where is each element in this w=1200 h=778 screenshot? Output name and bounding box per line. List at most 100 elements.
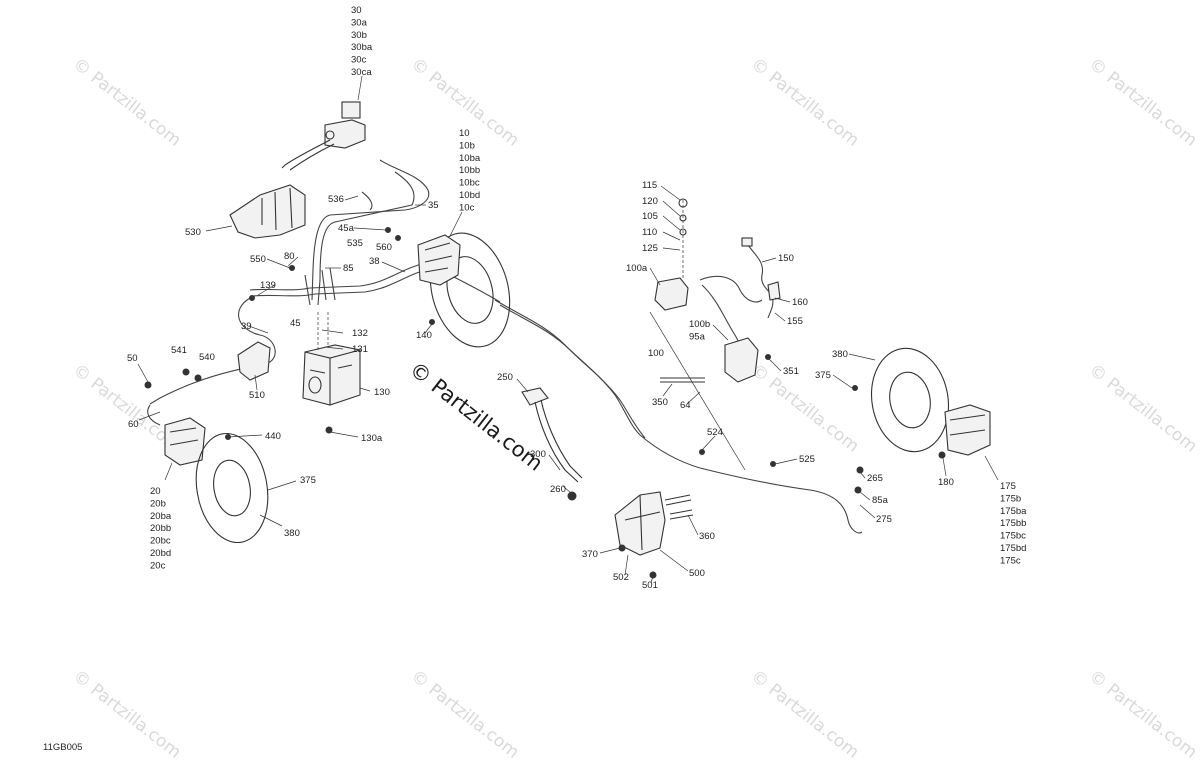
watermark: © Partzilla.com <box>1085 54 1200 151</box>
lever-pivot <box>325 130 335 140</box>
seal <box>679 228 687 236</box>
callout-line: 30b <box>351 30 367 41</box>
assembly-guide <box>317 312 329 350</box>
watermark: © Partzilla.com <box>407 666 523 763</box>
callout-line: 10bb <box>459 165 480 176</box>
brake-line <box>699 275 763 303</box>
callout-524: 524 <box>707 427 723 438</box>
callout-line: 45 <box>290 318 301 329</box>
callout-110: 110 <box>642 227 657 238</box>
disc-inner-ring <box>889 371 931 429</box>
cap <box>678 198 688 208</box>
leader-line <box>774 458 798 465</box>
reservoir <box>341 101 361 119</box>
callout-line: 20c <box>150 560 166 571</box>
sensor-wire <box>747 244 774 319</box>
callout-line: 160 <box>792 297 808 308</box>
callout-115: 115 <box>642 180 657 191</box>
callout-line: 550 <box>250 254 266 265</box>
callout-375-left: 375 <box>300 475 316 486</box>
leader-line <box>267 480 297 491</box>
callout-50: 50 <box>127 353 138 364</box>
callout-100a: 100a <box>626 263 648 274</box>
callout-265: 265 <box>867 473 883 484</box>
fastener <box>649 571 657 579</box>
callout-line: 140 <box>416 330 432 341</box>
pedal-arm <box>540 399 583 479</box>
fastener <box>856 466 864 474</box>
callout-line: 524 <box>707 427 723 438</box>
leader-line <box>205 225 233 232</box>
callout-line: 30ca <box>351 67 372 78</box>
callout-line: 250 <box>497 372 513 383</box>
callout-38: 38 <box>369 256 380 267</box>
leader-line <box>984 455 999 481</box>
brake-line <box>311 159 430 301</box>
callout-line: 175c <box>1000 555 1021 566</box>
disc-inner-ring <box>446 256 494 324</box>
fastener <box>429 319 435 325</box>
callout-105: 105 <box>642 211 658 222</box>
group-bracket-line <box>649 311 746 471</box>
caliper-detail <box>169 427 199 446</box>
pedal-pad <box>521 387 549 406</box>
callout-540: 540 <box>199 352 215 363</box>
callout-line: 139 <box>260 280 276 291</box>
leader-line <box>662 383 673 397</box>
callout-line: 131 <box>352 344 368 355</box>
leader-line <box>660 185 681 201</box>
pedal-arm <box>534 401 579 483</box>
leader-line <box>662 231 681 241</box>
sensor-switch <box>767 281 781 301</box>
callout-line: 60 <box>128 419 139 430</box>
watermark: © Partzilla.com <box>747 54 863 151</box>
callout-501: 501 <box>642 580 658 591</box>
callout-536: 536 <box>328 194 344 205</box>
callout-500: 500 <box>689 568 705 579</box>
clip-bracket-510 <box>237 341 271 381</box>
connector <box>741 237 753 247</box>
callout-line: 20ba <box>150 511 172 522</box>
callout-350: 350 <box>652 397 668 408</box>
callout-line: 440 <box>265 431 281 442</box>
leader-line <box>942 457 947 477</box>
washer <box>679 214 687 222</box>
front-master-cylinder <box>281 101 366 171</box>
callout-line: 20bb <box>150 523 171 534</box>
sensor-wire <box>361 191 373 211</box>
leader-line <box>516 378 529 393</box>
brake-lever <box>281 139 331 169</box>
watermark: © Partzilla.com <box>1085 666 1200 763</box>
fastener <box>249 295 255 301</box>
leader-line <box>649 267 661 286</box>
callout-line: 10ba <box>459 153 481 164</box>
fastener <box>699 449 705 455</box>
callout-160: 160 <box>792 297 808 308</box>
callout-line: 350 <box>652 397 668 408</box>
brake-line <box>252 267 433 297</box>
callout-line: 115 <box>642 180 657 191</box>
callout-510: 510 <box>249 390 265 401</box>
callout-line: 20b <box>150 498 166 509</box>
callout-line: 20bc <box>150 536 171 547</box>
brake-line <box>304 267 336 306</box>
callout-85a: 85a <box>872 495 889 506</box>
callout-line: 30a <box>351 17 368 28</box>
callout-502: 502 <box>613 572 629 583</box>
leader-line <box>357 75 363 101</box>
callout-line: 541 <box>171 345 187 356</box>
callout-139: 139 <box>260 280 276 291</box>
callout-line: 175bd <box>1000 543 1026 554</box>
mounting-bracket <box>229 184 306 239</box>
callout-line: 380 <box>284 528 300 539</box>
callout-64: 64 <box>680 400 691 411</box>
callout-125: 125 <box>642 243 658 254</box>
hose-bracket <box>237 341 271 381</box>
callout-line: 175 <box>1000 481 1016 492</box>
callout-150: 150 <box>778 253 794 264</box>
callout-35: 35 <box>428 200 439 211</box>
